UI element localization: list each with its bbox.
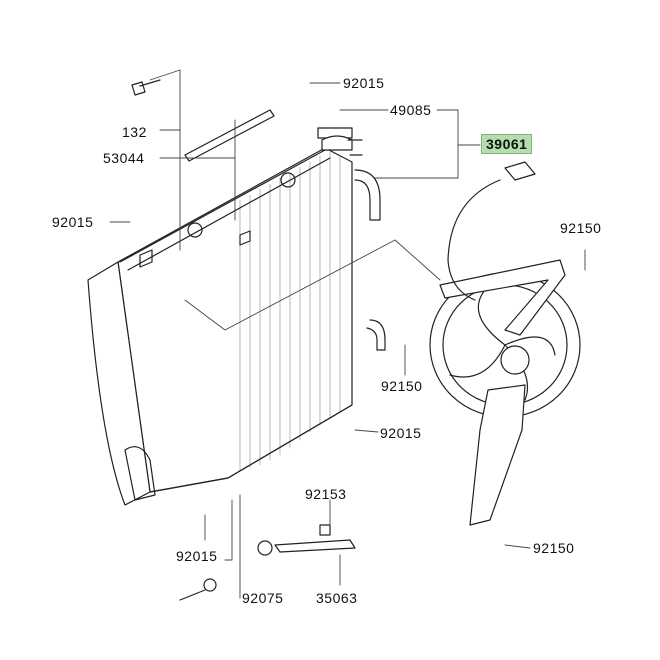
rod-53044	[184, 109, 275, 162]
label-92153: 92153	[305, 486, 347, 502]
label-53044: 53044	[103, 150, 145, 166]
label-132: 132	[122, 124, 147, 140]
filler-neck	[317, 127, 386, 351]
bracket-35063	[179, 524, 356, 601]
label-92015-top: 92015	[343, 75, 385, 91]
bolt-132	[131, 79, 161, 96]
fan-assembly	[429, 161, 581, 526]
label-92015-mid: 92015	[380, 425, 422, 441]
label-92150-right: 92150	[560, 220, 602, 236]
label-92075: 92075	[242, 590, 284, 606]
label-92015-bottom: 92015	[176, 548, 218, 564]
label-92150-mid: 92150	[381, 378, 423, 394]
leader-lines	[109, 69, 586, 599]
label-35063: 35063	[316, 590, 358, 606]
label-92015-left: 92015	[52, 214, 94, 230]
radiator-core	[87, 147, 353, 506]
label-92150-bottom: 92150	[533, 540, 575, 556]
label-49085: 49085	[390, 102, 432, 118]
label-39061: 39061	[481, 134, 533, 154]
